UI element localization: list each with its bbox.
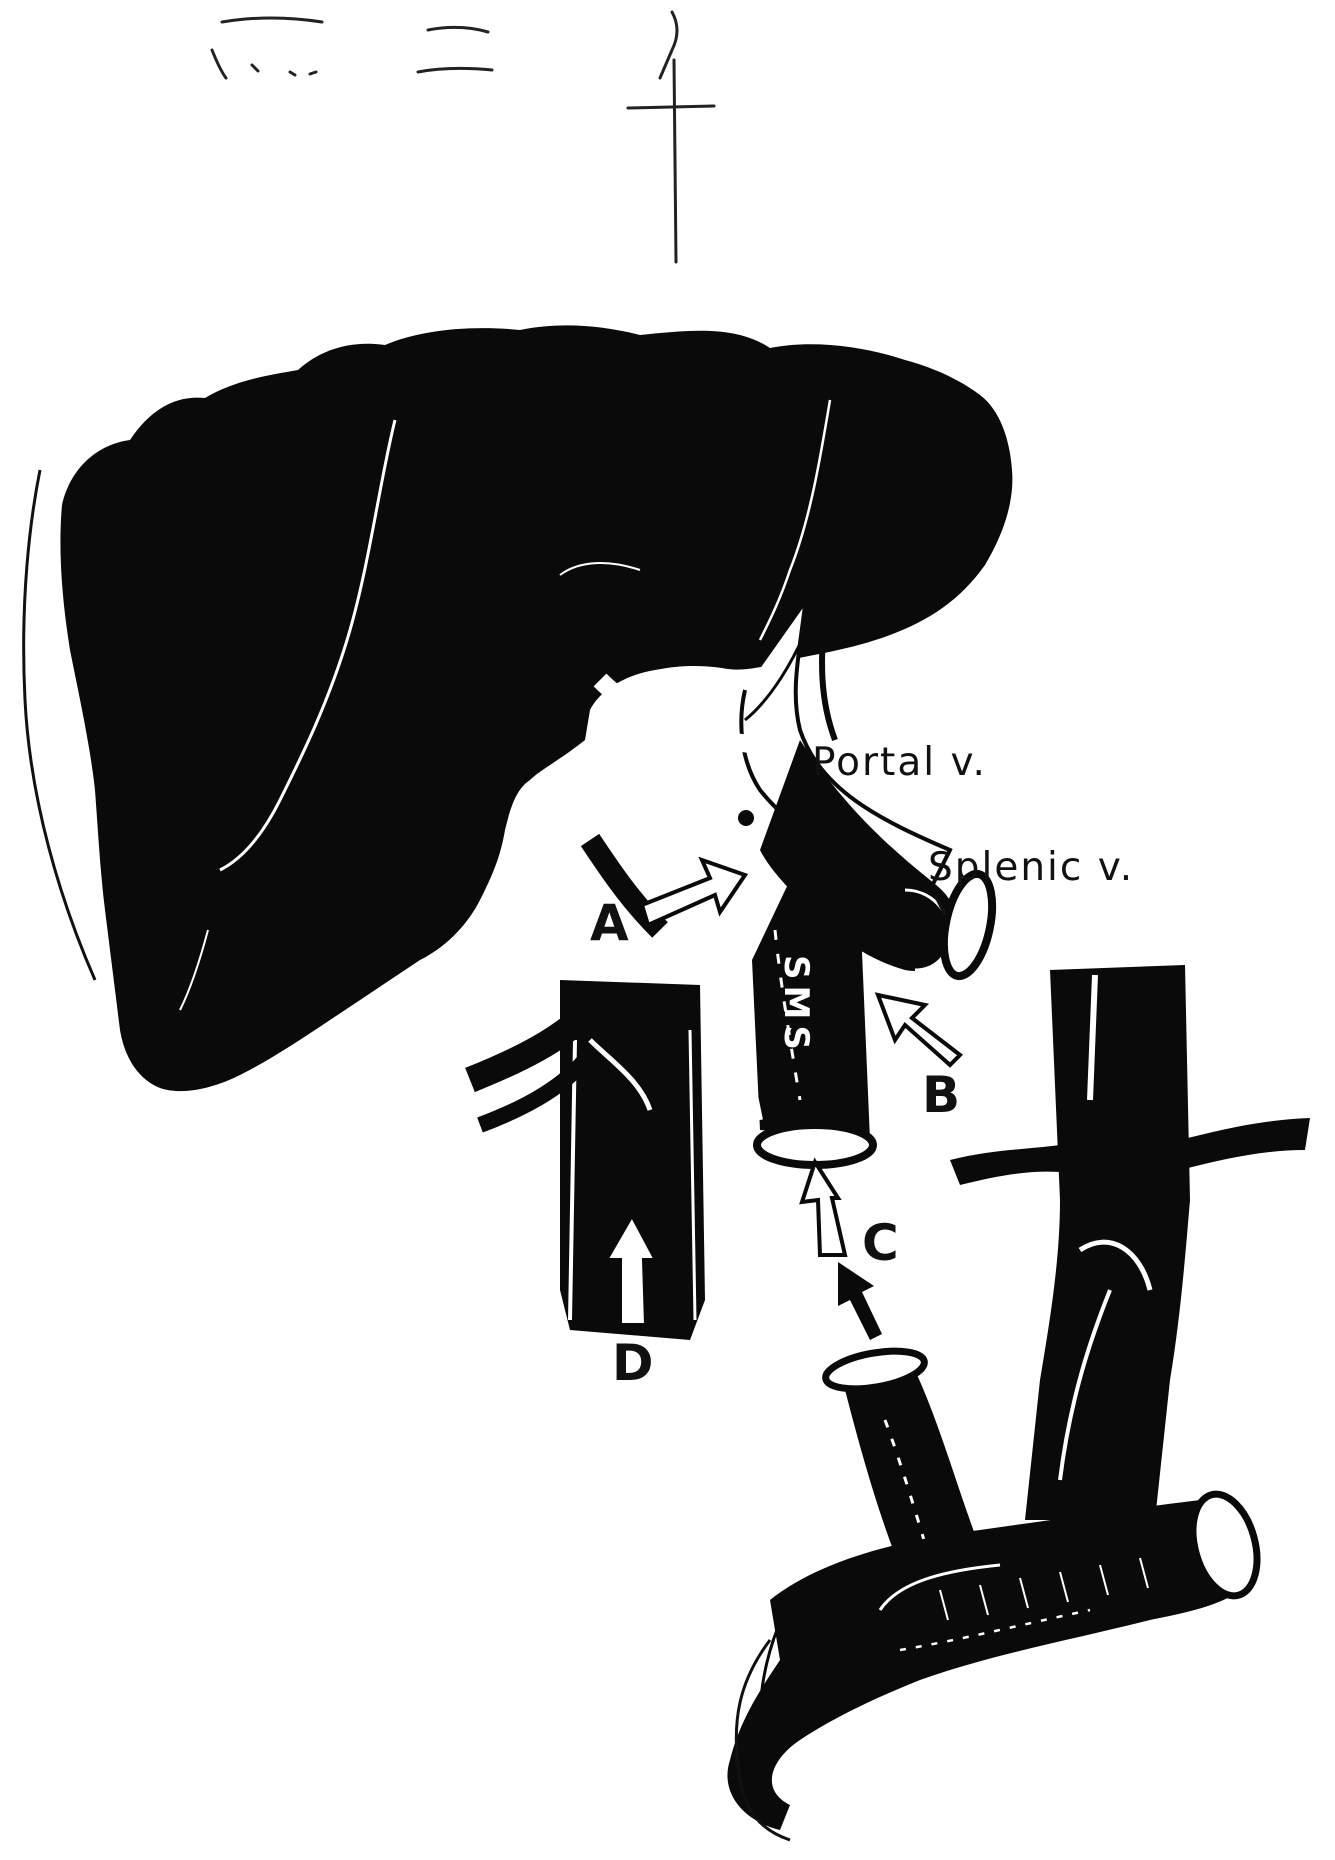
arrow-b [878, 995, 960, 1065]
right-vessel [950, 965, 1310, 1520]
arrow-c [802, 1162, 845, 1255]
arrow-b-label: B [922, 1066, 960, 1124]
arrow-solid [838, 1262, 882, 1340]
colon [727, 1487, 1267, 1840]
arrow-a [642, 860, 745, 925]
arrow-c-label: C [862, 1214, 899, 1272]
portal-point [738, 810, 754, 826]
portal-vein-label: Portal v. [812, 740, 987, 785]
handwritten-marks [212, 12, 714, 262]
liver [24, 325, 1013, 1091]
splenic-vein-label: Splenic v. [928, 845, 1134, 890]
arrow-d-label: D [612, 1334, 654, 1392]
sms-label: SMS [776, 955, 816, 1056]
arrow-a-label: A [590, 894, 629, 952]
